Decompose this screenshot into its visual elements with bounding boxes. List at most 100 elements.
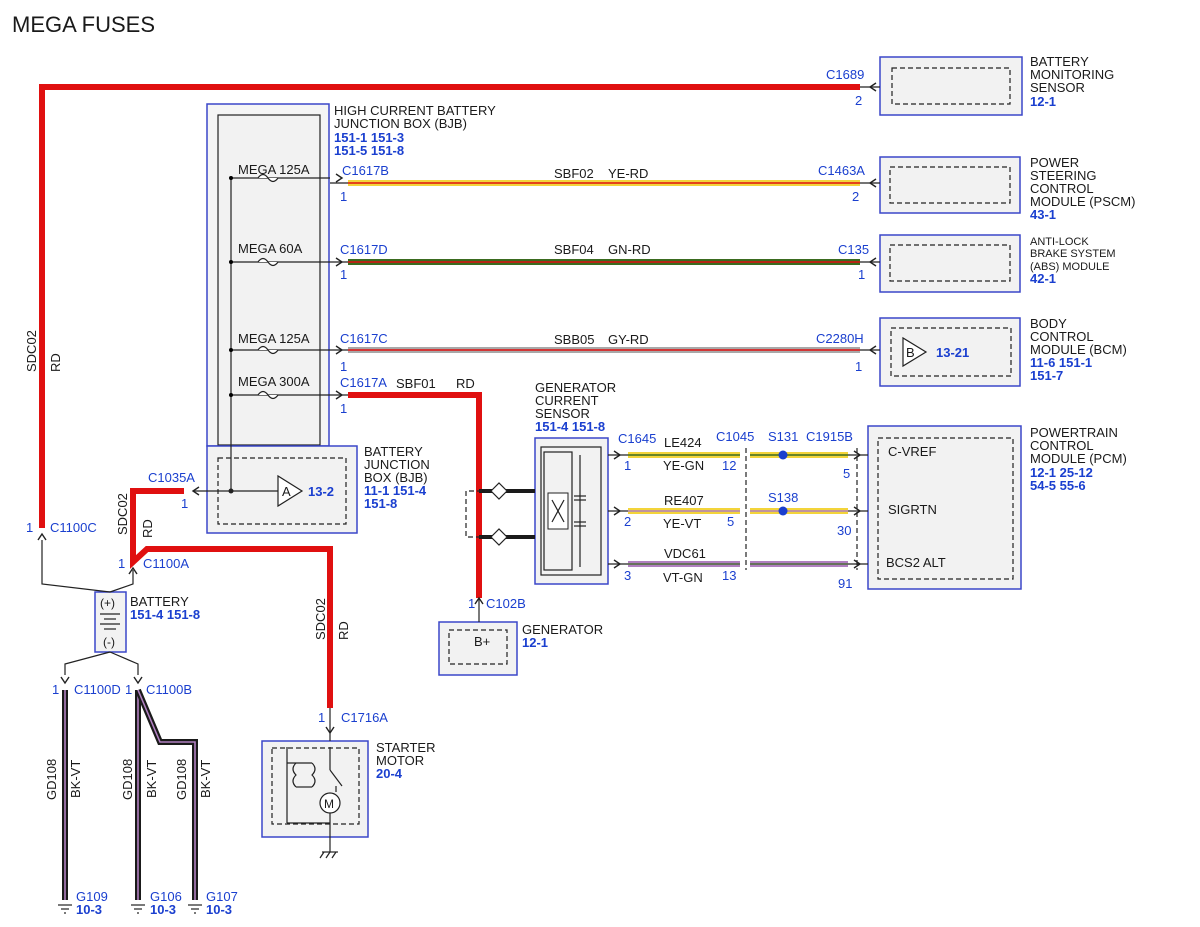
svg-text:13-21: 13-21 bbox=[936, 345, 969, 360]
svg-text:BODY: BODY bbox=[1030, 316, 1067, 331]
svg-text:1: 1 bbox=[52, 682, 59, 697]
svg-text:10-3: 10-3 bbox=[150, 902, 176, 917]
svg-text:BRAKE SYSTEM: BRAKE SYSTEM bbox=[1030, 248, 1116, 260]
svg-text:GY-RD: GY-RD bbox=[608, 332, 649, 347]
svg-text:13: 13 bbox=[722, 568, 736, 583]
svg-text:BCS2 ALT: BCS2 ALT bbox=[886, 555, 946, 570]
svg-text:C1617D: C1617D bbox=[340, 242, 388, 257]
svg-text:JUNCTION BOX (BJB): JUNCTION BOX (BJB) bbox=[334, 116, 467, 131]
svg-text:11-6 151-1: 11-6 151-1 bbox=[1030, 355, 1092, 370]
svg-text:POWERTRAIN: POWERTRAIN bbox=[1030, 425, 1118, 440]
svg-text:1: 1 bbox=[181, 496, 188, 511]
svg-text:RD: RD bbox=[48, 353, 63, 372]
svg-text:CONTROL: CONTROL bbox=[1030, 438, 1094, 453]
svg-text:RD: RD bbox=[336, 621, 351, 640]
svg-text:GD108: GD108 bbox=[44, 759, 59, 800]
svg-text:2: 2 bbox=[855, 93, 862, 108]
wire-sdc02 bbox=[39, 84, 880, 741]
svg-text:10-3: 10-3 bbox=[76, 902, 102, 917]
svg-text:CONTROL: CONTROL bbox=[1030, 181, 1094, 196]
svg-text:1: 1 bbox=[340, 401, 347, 416]
battery-monitoring-sensor: BATTERY MONITORING SENSOR 12-1 bbox=[879, 54, 1114, 116]
svg-text:1: 1 bbox=[340, 267, 347, 282]
svg-text:151-8: 151-8 bbox=[364, 496, 397, 511]
svg-text:MONITORING: MONITORING bbox=[1030, 67, 1114, 82]
svg-text:C1045: C1045 bbox=[716, 429, 754, 444]
svg-text:C1100C: C1100C bbox=[50, 520, 97, 535]
svg-text:2: 2 bbox=[624, 514, 631, 529]
fuse-label: MEGA 60A bbox=[238, 241, 303, 256]
svg-text:1: 1 bbox=[318, 710, 325, 725]
battery-positive-split bbox=[41, 540, 134, 593]
bjb-bus: MEGA 125A MEGA 60A MEGA 125A MEGA 300A bbox=[193, 162, 330, 494]
svg-text:VDC61: VDC61 bbox=[664, 546, 706, 561]
svg-text:M: M bbox=[324, 797, 334, 811]
svg-text:C1915B: C1915B bbox=[806, 429, 853, 444]
pscm-module: POWER STEERING CONTROL MODULE (PSCM) 43-… bbox=[879, 155, 1135, 222]
svg-text:GENERATOR: GENERATOR bbox=[522, 622, 603, 637]
svg-text:SENSOR: SENSOR bbox=[1030, 80, 1085, 95]
pcm-module: C-VREF SIGRTN BCS2 ALT POWERTRAIN CONTRO… bbox=[867, 425, 1127, 590]
svg-text:C1617B: C1617B bbox=[342, 163, 389, 178]
connector-label: C1463A bbox=[818, 163, 865, 178]
svg-text:2: 2 bbox=[852, 189, 859, 204]
svg-text:(-): (-) bbox=[103, 635, 115, 649]
svg-text:C1716A: C1716A bbox=[341, 710, 388, 725]
svg-text:LE424: LE424 bbox=[664, 435, 702, 450]
svg-text:RE407: RE407 bbox=[664, 493, 704, 508]
svg-text:STARTER: STARTER bbox=[376, 740, 435, 755]
svg-text:42-1: 42-1 bbox=[1030, 271, 1056, 286]
svg-text:1: 1 bbox=[125, 682, 132, 697]
svg-text:MODULE (PCM): MODULE (PCM) bbox=[1030, 451, 1127, 466]
svg-text:SDC02: SDC02 bbox=[24, 330, 39, 372]
svg-text:43-1: 43-1 bbox=[1030, 207, 1056, 222]
svg-text:13-2: 13-2 bbox=[308, 484, 334, 499]
svg-text:C1617C: C1617C bbox=[340, 331, 388, 346]
svg-text:10-3: 10-3 bbox=[206, 902, 232, 917]
svg-text:GD108: GD108 bbox=[174, 759, 189, 800]
svg-text:151-5 151-8: 151-5 151-8 bbox=[334, 143, 404, 158]
svg-text:20-4: 20-4 bbox=[376, 766, 403, 781]
svg-text:C102B: C102B bbox=[486, 596, 526, 611]
svg-text:(+): (+) bbox=[100, 596, 115, 610]
svg-text:BATTERY: BATTERY bbox=[130, 594, 189, 609]
svg-text:SBF02: SBF02 bbox=[554, 166, 594, 181]
fuse-row-2 bbox=[229, 260, 330, 264]
svg-text:STEERING: STEERING bbox=[1030, 168, 1096, 183]
svg-text:MOTOR: MOTOR bbox=[376, 753, 424, 768]
svg-text:C1100A: C1100A bbox=[143, 556, 189, 571]
fuse-row-4 bbox=[229, 393, 330, 397]
svg-text:151-4 151-8: 151-4 151-8 bbox=[130, 607, 200, 622]
high-current-bjb: HIGH CURRENT BATTERY JUNCTION BOX (BJB) … bbox=[206, 103, 496, 447]
svg-text:5: 5 bbox=[727, 514, 734, 529]
svg-text:12-1: 12-1 bbox=[1030, 94, 1056, 109]
svg-text:RD: RD bbox=[456, 376, 475, 391]
connector-label: C2280H bbox=[816, 331, 864, 346]
svg-text:C1645: C1645 bbox=[618, 431, 656, 446]
svg-text:12-1 25-12: 12-1 25-12 bbox=[1030, 465, 1093, 480]
svg-text:C1100B: C1100B bbox=[146, 682, 192, 697]
svg-text:11-1 151-4: 11-1 151-4 bbox=[364, 483, 427, 498]
svg-text:SDC02: SDC02 bbox=[313, 598, 328, 640]
svg-text:ANTI-LOCK: ANTI-LOCK bbox=[1030, 236, 1089, 248]
generator: B+ GENERATOR 12-1 bbox=[438, 621, 603, 676]
svg-text:1: 1 bbox=[340, 359, 347, 374]
svg-text:91: 91 bbox=[838, 576, 852, 591]
svg-text:12: 12 bbox=[722, 458, 736, 473]
svg-text:G107: G107 bbox=[206, 889, 238, 904]
svg-text:GENERATOR: GENERATOR bbox=[535, 380, 616, 395]
svg-text:BK-VT: BK-VT bbox=[198, 760, 213, 798]
svg-text:JUNCTION: JUNCTION bbox=[364, 457, 430, 472]
svg-text:1: 1 bbox=[858, 267, 865, 282]
svg-text:BK-VT: BK-VT bbox=[68, 760, 83, 798]
svg-text:BOX (BJB): BOX (BJB) bbox=[364, 470, 428, 485]
svg-text:C-VREF: C-VREF bbox=[888, 444, 936, 459]
svg-text:SBF04: SBF04 bbox=[554, 242, 594, 257]
fuse-label: MEGA 125A bbox=[238, 331, 310, 346]
svg-text:151-7: 151-7 bbox=[1030, 368, 1063, 383]
svg-text:GD108: GD108 bbox=[120, 759, 135, 800]
fuse-row-1 bbox=[229, 176, 330, 180]
svg-text:GN-RD: GN-RD bbox=[608, 242, 651, 257]
fuse-row-3 bbox=[229, 348, 330, 352]
svg-text:G106: G106 bbox=[150, 889, 182, 904]
